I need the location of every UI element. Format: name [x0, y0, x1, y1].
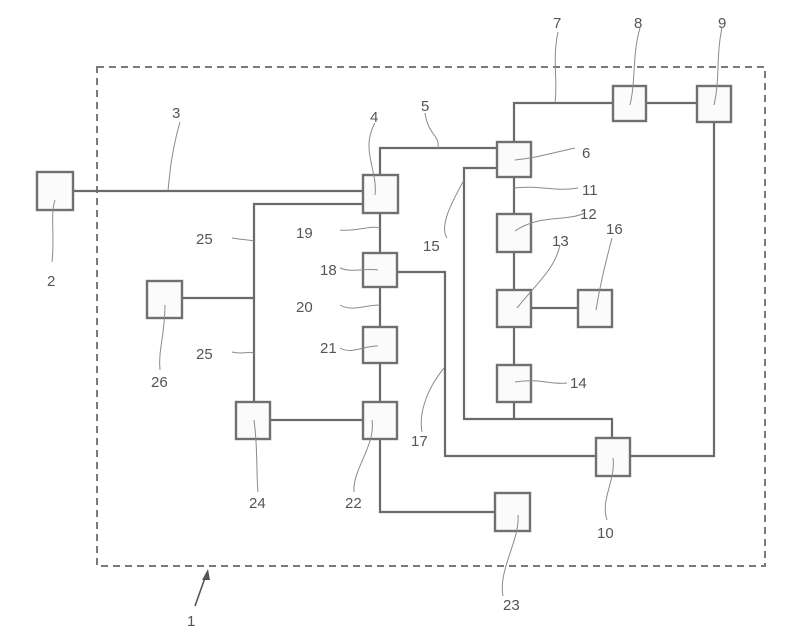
label-9: 9: [718, 15, 726, 32]
label-25-upper: 25: [196, 231, 213, 248]
line-7: [512, 101, 613, 142]
label-5: 5: [421, 98, 429, 115]
system-boundary: [96, 66, 766, 567]
box-22: [361, 400, 399, 441]
label-25-lower: 25: [196, 346, 213, 363]
label-23: 23: [503, 597, 520, 614]
label-21: 21: [320, 340, 337, 357]
label-2: 2: [47, 273, 55, 290]
label-3: 3: [172, 105, 180, 122]
reference-numerals: 2 3 4 5 6 7 8 9 10 11 12 13 14 16 15 17 …: [47, 15, 726, 630]
box-2: [35, 170, 75, 212]
box-10: [594, 436, 632, 478]
label-4: 4: [370, 109, 378, 126]
label-12: 12: [580, 206, 597, 223]
box-23: [493, 491, 532, 533]
label-18: 18: [320, 262, 337, 279]
label-15: 15: [423, 238, 440, 255]
label-11: 11: [582, 182, 598, 199]
line-5: [378, 146, 497, 175]
line-9-10: [630, 122, 716, 458]
label-17: 17: [411, 433, 428, 450]
arrow-icon: [194, 569, 210, 607]
line-22-23: [378, 439, 495, 514]
label-24: 24: [249, 495, 266, 512]
box-12: [495, 212, 533, 254]
box-21: [361, 325, 399, 365]
label-20: 20: [296, 299, 313, 316]
label-13: 13: [552, 233, 569, 250]
box-24: [234, 400, 272, 441]
box-13: [495, 288, 533, 329]
box-4: [361, 173, 400, 215]
label-22: 22: [345, 495, 362, 512]
label-16: 16: [606, 221, 623, 238]
label-8: 8: [634, 15, 642, 32]
label-14: 14: [570, 375, 587, 392]
label-6: 6: [582, 145, 590, 162]
box-16: [576, 288, 614, 329]
box-6: [495, 140, 533, 179]
line-15: [462, 166, 614, 438]
line-25: [252, 202, 363, 402]
connections: [73, 101, 716, 514]
label-10: 10: [597, 525, 614, 542]
box-8: [611, 84, 648, 123]
line-17: [397, 270, 596, 458]
label-1: 1: [187, 613, 195, 630]
label-26: 26: [151, 374, 168, 391]
box-14: [495, 363, 533, 404]
label-19: 19: [296, 225, 313, 242]
leader-lines: [51, 27, 723, 597]
label-7: 7: [553, 15, 561, 32]
boxes: [35, 84, 733, 533]
